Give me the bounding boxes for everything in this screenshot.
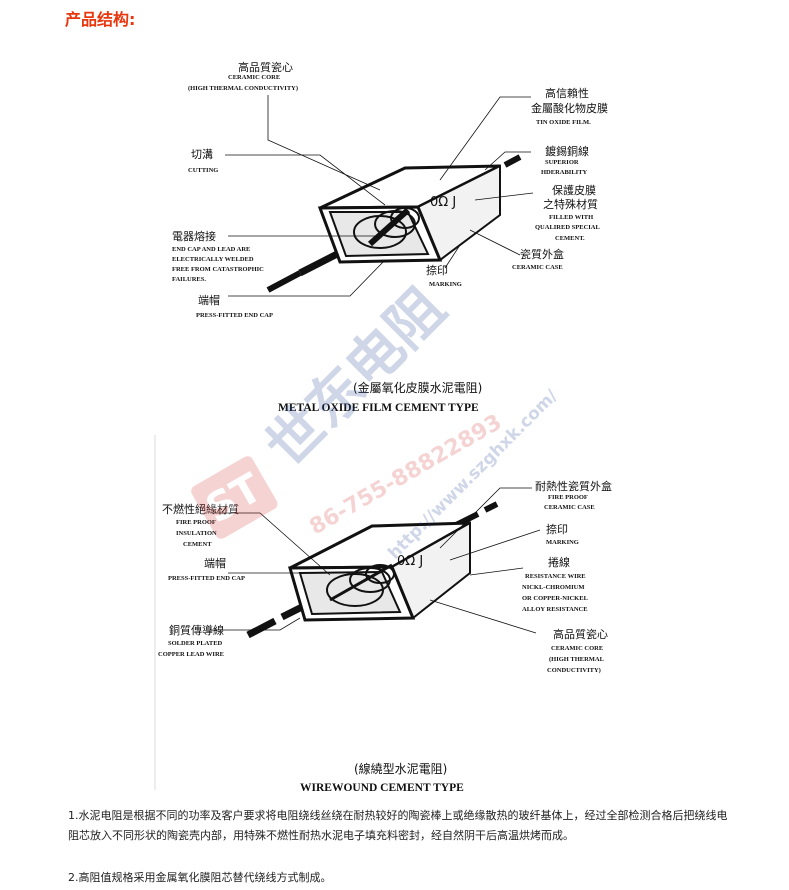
fig1-label-en: (HIGH THERMAL CONDUCTIVITY) — [188, 85, 298, 92]
fig2-label-en: CEMENT — [183, 541, 212, 548]
page-heading: 产品结构: — [65, 10, 136, 29]
paragraph-1: 1.水泥电阻是根据不同的功率及客户要求将电阻绕线丝绕在耐热较好的陶瓷棒上或绝缘散… — [68, 809, 728, 842]
figure2-illustration — [246, 501, 499, 639]
fig2-label-insulation: 不燃性絕緣材質 FIRE PROOF INSULATION CEMENT — [162, 502, 239, 548]
fig1-label-en: END CAP AND LEAD ARE — [172, 246, 250, 253]
fig1-label-zh: 金屬酸化物皮膜 — [531, 101, 608, 115]
fig2-label-resistance-wire: 捲線 RESISTANCE WIRE NICKL-CHROMIUM OR COP… — [522, 555, 589, 613]
fig1-label-welded: 電器熔接 END CAP AND LEAD ARE ELECTRICALLY W… — [172, 229, 264, 283]
fig2-label-en: CONDUCTIVITY) — [547, 667, 601, 674]
fig1-label-en: FAILURES. — [172, 276, 206, 283]
paragraph-2: 2.高阻值规格采用金属氧化膜阻芯替代绕线方式制成。 — [68, 871, 332, 884]
fig2-label-zh: 高品質瓷心 — [553, 627, 608, 641]
fig2-label-en: MARKING — [546, 539, 579, 546]
fig2-label-end-cap: 端帽 PRESS-FITTED END CAP — [168, 557, 245, 582]
fig2-label-en: NICKL-CHROMIUM — [522, 584, 584, 591]
fig1-label-zh: 保護皮膜 — [552, 183, 596, 197]
fig1-label-reliability: 高信賴性 金屬酸化物皮膜 TIN OXIDE FILM. — [531, 86, 608, 126]
figure2-leaders — [210, 487, 541, 634]
fig2-label-zh: 耐熱性瓷質外盒 — [535, 479, 612, 493]
fig1-label-zh: 端帽 — [198, 294, 220, 307]
fig1-label-en: CUTTING — [188, 167, 218, 174]
diagram-canvas: 0Ω J 高品質瓷心 CERAMIC CORE (HIGH THERMAL CO… — [154, 60, 612, 794]
figure2-caption-zh: (線繞型水泥電阻) — [354, 761, 447, 776]
fig1-label-en: QUALIRED SPECIAL — [535, 224, 600, 231]
fig2-label-marking: 捺印 MARKING — [546, 522, 579, 546]
figure1-illustration — [266, 154, 522, 293]
fig2-label-en: FIRE PROOF — [176, 519, 216, 526]
fig2-label-copper-lead: 銅質傳導線 SOLDER PLATED COPPER LEAD WIRE — [158, 623, 224, 658]
fig1-label-en: FILLED WITH — [549, 214, 593, 221]
fig2-label-en: CERAMIC CORE — [551, 645, 603, 652]
fig2-label-en: ALLOY RESISTANCE — [522, 606, 588, 613]
fig1-label-en: CERAMIC CASE — [512, 264, 563, 271]
fig1-label-en: HDERABILITY — [541, 169, 588, 176]
fig1-label-zh: 高信賴性 — [545, 86, 589, 100]
fig1-label-zh: 瓷質外盒 — [520, 247, 564, 261]
fig1-label-marking: 捺印 MARKING — [426, 263, 462, 288]
fig1-label-zh: 電器熔接 — [172, 229, 216, 243]
fig2-label-en: INSULATION — [176, 530, 217, 537]
figure1-leaders — [225, 95, 534, 297]
fig1-label-ceramic-core: 高品質瓷心 CERAMIC CORE (HIGH THERMAL CONDUCT… — [188, 60, 298, 92]
fig1-label-en: MARKING — [429, 281, 462, 288]
figure2-caption-en: WIREWOUND CEMENT TYPE — [300, 782, 464, 794]
fig2-label-zh: 銅質傳導線 — [169, 623, 224, 637]
fig1-label-en: CEMENT. — [555, 235, 585, 242]
fig2-label-zh: 捺印 — [546, 522, 568, 536]
fig1-label-protective-film: 保護皮膜 之特殊材質 FILLED WITH QUALIRED SPECIAL … — [535, 183, 600, 242]
fig1-label-en: CERAMIC CORE — [228, 74, 280, 81]
fig2-label-en: CERAMIC CASE — [544, 504, 595, 511]
fig2-label-en: (HIGH THERMAL — [549, 656, 605, 663]
fig2-label-ceramic-core: 高品質瓷心 CERAMIC CORE (HIGH THERMAL CONDUCT… — [547, 627, 608, 674]
fig1-label-end-cap: 端帽 PRESS-FITTED END CAP — [196, 294, 273, 319]
figure1-caption-zh: (金屬氧化皮膜水泥電阻) — [353, 380, 482, 395]
fig1-label-zh: 之特殊材質 — [543, 197, 598, 211]
fig1-label-tinned-wire: 鍍錫銅線 SUPERIOR HDERABILITY — [541, 144, 589, 176]
figure1-caption-en: METAL OXIDE FILM CEMENT TYPE — [278, 402, 479, 414]
watermark-logo: ST — [191, 456, 278, 539]
fig2-label-en: SOLDER PLATED — [168, 640, 223, 647]
fig2-label-zh: 不燃性絕緣材質 — [162, 502, 239, 516]
fig2-label-en: RESISTANCE WIRE — [525, 573, 586, 580]
fig1-label-ceramic-case: 瓷質外盒 CERAMIC CASE — [512, 247, 564, 271]
fig2-label-zh: 捲線 — [548, 555, 570, 569]
figure1-marking: 0Ω J — [430, 195, 456, 210]
fig2-label-en: OR COPPER-NICKEL — [522, 595, 589, 602]
fig2-label-fireproof-case: 耐熱性瓷質外盒 FIRE PROOF CERAMIC CASE — [535, 479, 612, 511]
fig1-label-en: SUPERIOR — [545, 159, 579, 166]
fig1-label-en: ELECTRICALLY WELDED — [172, 256, 254, 263]
fig1-label-en: PRESS-FITTED END CAP — [196, 312, 273, 319]
fig1-label-zh: 鍍錫銅線 — [545, 144, 589, 158]
fig1-label-zh: 高品質瓷心 — [238, 60, 293, 74]
fig2-label-en: COPPER LEAD WIRE — [158, 651, 224, 658]
figure2-marking: 0Ω J — [397, 554, 423, 569]
fig2-label-zh: 端帽 — [204, 557, 226, 570]
fig1-label-zh: 捺印 — [426, 263, 448, 277]
fig1-label-en: TIN OXIDE FILM. — [536, 119, 591, 126]
figure1-labels: 高品質瓷心 CERAMIC CORE (HIGH THERMAL CONDUCT… — [172, 60, 608, 319]
fig2-label-en: FIRE PROOF — [548, 494, 588, 501]
fig1-label-cutting: 切溝 CUTTING — [188, 148, 218, 174]
fig1-label-zh: 切溝 — [191, 148, 213, 161]
figure2-labels: 耐熱性瓷質外盒 FIRE PROOF CERAMIC CASE 不燃性絕緣材質 … — [158, 479, 612, 674]
fig1-label-en: FREE FROM CATASTROPHIC — [172, 266, 264, 273]
fig2-label-en: PRESS-FITTED END CAP — [168, 575, 245, 582]
